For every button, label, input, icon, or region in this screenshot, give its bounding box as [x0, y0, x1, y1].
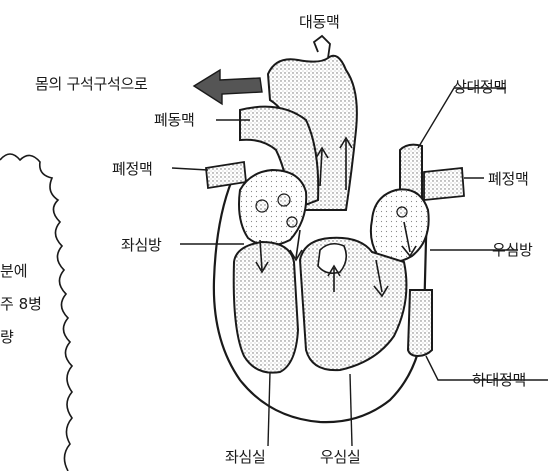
side-note-line-1: 분에 — [0, 262, 28, 280]
label-right-atrium: 우심방 — [492, 241, 533, 259]
label-superior-vena-cava: 상대정맥 — [453, 78, 507, 96]
label-pulmonary-vein-left: 폐정맥 — [112, 160, 153, 178]
side-note-line-3: 량 — [0, 328, 14, 346]
label-pulmonary-vein-right: 폐정맥 — [488, 170, 529, 188]
label-to-body: 몸의 구석구석으로 — [35, 75, 147, 93]
left-ventricle-shape — [234, 242, 298, 373]
inferior-vena-cava-shape — [408, 290, 432, 356]
label-left-atrium: 좌심방 — [121, 236, 162, 254]
label-left-ventricle: 좌심실 — [225, 448, 266, 466]
label-aorta: 대동맥 — [299, 13, 340, 31]
label-right-ventricle: 우심실 — [320, 448, 361, 466]
side-note-line-2: 주 8병 — [0, 295, 42, 313]
label-inferior-vena-cava: 하대정맥 — [472, 371, 526, 389]
label-pulmonary-artery: 폐동맥 — [154, 111, 195, 129]
to-body-arrow — [194, 70, 262, 104]
